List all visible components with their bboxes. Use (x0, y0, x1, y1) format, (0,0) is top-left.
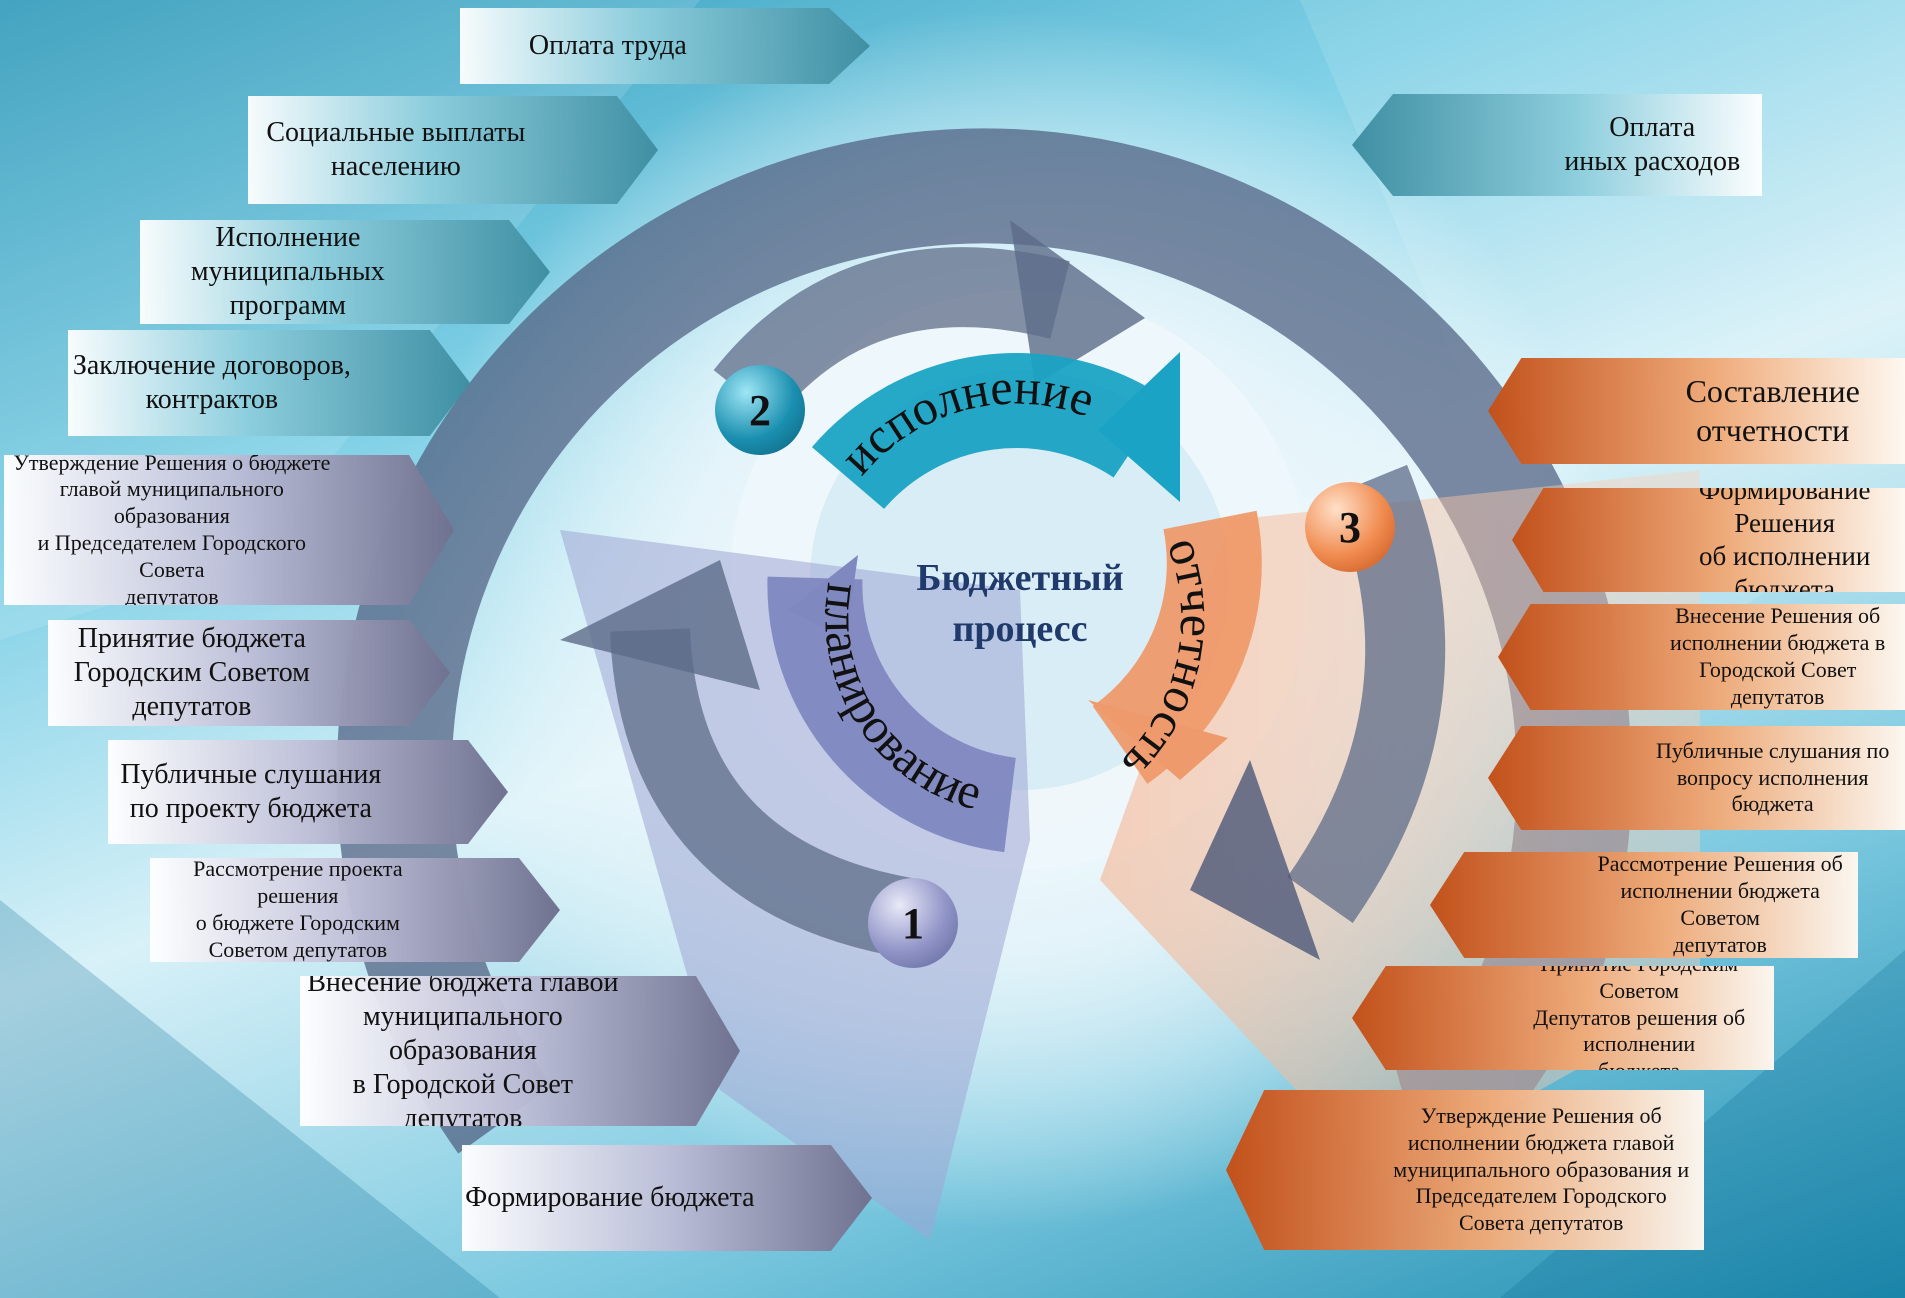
execution-item-contracts: Заключение договоров, контрактов (68, 330, 470, 436)
center-title-line1: Бюджетный (916, 557, 1124, 599)
reporting-item-approve: Утверждение Решения об исполнении бюджет… (1226, 1090, 1704, 1250)
stage-1-number: 1 (902, 898, 924, 948)
planning-item-hearings: Публичные слушания по проекту бюджета (108, 740, 508, 844)
center-title-line2: процесс (952, 608, 1088, 651)
stage-3-badge: 3 (1305, 482, 1395, 572)
reporting-item-submit: Внесение Решения об исполнении бюджета в… (1498, 604, 1905, 710)
stage-2-badge: 2 (715, 365, 805, 455)
planning-item-adoption: Принятие бюджета Городским Советом депут… (48, 620, 450, 726)
reporting-item-form: Формирование Решения об исполнении бюдже… (1512, 488, 1905, 592)
reporting-item-compile: Составление отчетности (1488, 358, 1905, 464)
execution-item-social: Социальные выплаты населению (248, 96, 658, 204)
stage-3-number: 3 (1339, 502, 1361, 552)
stage-1-badge: 1 (868, 878, 958, 968)
center-title: Бюджетный процесс (880, 553, 1160, 656)
reporting-item-adopt: Принятие Городским Советом Депутатов реш… (1352, 966, 1774, 1070)
planning-item-submission: Внесение бюджета главой муниципального о… (300, 976, 740, 1126)
execution-item-other: Оплата иных расходов (1352, 94, 1762, 196)
stage-2-number: 2 (749, 385, 771, 435)
reporting-item-review: Рассмотрение Решения об исполнении бюдже… (1430, 852, 1858, 958)
planning-item-approval: Утверждение Решения о бюджете главой мун… (4, 455, 454, 605)
planning-item-review: Рассмотрение проекта решения о бюджете Г… (150, 858, 560, 962)
planning-item-formation: Формирование бюджета (462, 1145, 872, 1251)
execution-item-programs: Исполнение муниципальных программ (140, 220, 550, 324)
reporting-item-hearings: Публичные слушания по вопросу исполнения… (1488, 726, 1905, 830)
execution-item-labor: Оплата труда (460, 8, 870, 84)
